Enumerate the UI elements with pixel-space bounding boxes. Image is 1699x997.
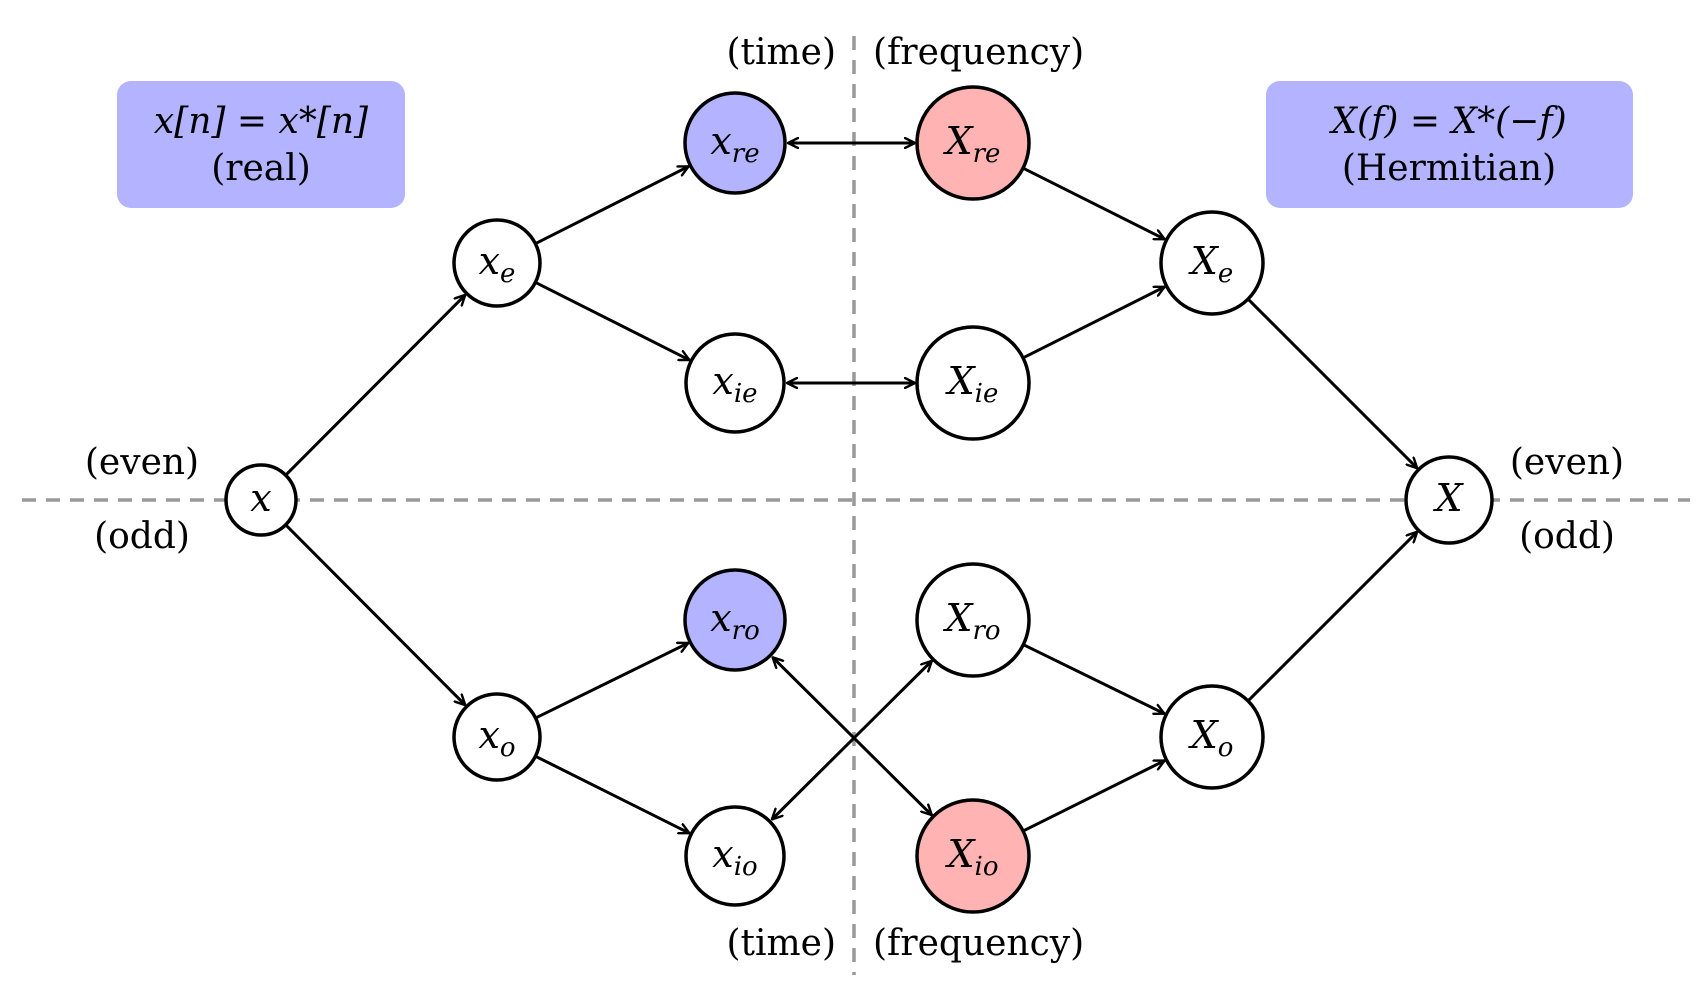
frequency-box-caption: (Hermitian) [1342, 148, 1556, 189]
edge-Xio-to-Xo [1023, 759, 1165, 832]
even-label-right: (even) [1510, 442, 1624, 483]
node-xio: xio [684, 805, 786, 907]
frequency-label-bottom: (frequency) [873, 923, 1084, 964]
time-label-bottom: (time) [726, 923, 836, 964]
node-label-Xro: Xro [942, 596, 1000, 646]
node-xe: xe [452, 218, 542, 308]
even-label-left: (even) [85, 442, 199, 483]
node-label-Xe: Xe [1188, 239, 1233, 289]
node-Xie: Xie [915, 325, 1031, 441]
edge-xe-to-xre [535, 165, 688, 245]
node-circle-xie [684, 332, 786, 434]
edge-Xro-to-Xo [1023, 643, 1164, 716]
node-label-xo: xo [478, 713, 515, 763]
node-circle-xio [684, 805, 786, 907]
edge-x-to-xe [285, 295, 465, 476]
time-box-equation: x[n] = x*[n] [154, 101, 369, 142]
time-label-top: (time) [726, 32, 836, 73]
node-Xro: Xro [915, 562, 1031, 678]
node-label-x: x [250, 476, 271, 520]
node-label-X: X [1432, 476, 1464, 520]
node-label-Xre: Xre [943, 119, 1001, 169]
time-box-background [117, 81, 405, 208]
node-circle-Xo [1159, 684, 1265, 790]
node-circle-Xro [915, 562, 1031, 678]
edge-xio-to-Xro [772, 661, 932, 820]
edge-xe-to-xie [535, 281, 689, 362]
edge-x-to-xo [285, 524, 465, 706]
node-xie: xie [684, 332, 786, 434]
node-label-xie: xie [712, 359, 757, 409]
node-label-xro: xro [710, 596, 760, 646]
frequency-box-background [1266, 81, 1633, 208]
node-label-xe: xe [479, 239, 516, 289]
node-Xo: Xo [1159, 684, 1265, 790]
node-circle-Xre [915, 85, 1031, 201]
node-Xe: Xe [1159, 210, 1265, 316]
time-box-caption: (real) [211, 148, 311, 189]
edges-layer [285, 143, 1417, 835]
edge-xro-to-Xio [773, 657, 932, 815]
edge-Xie-to-Xe [1023, 285, 1165, 359]
edge-xo-to-xio [535, 755, 689, 835]
odd-label-left: (odd) [94, 516, 190, 557]
node-x: x [224, 463, 298, 537]
node-circle-Xie [915, 325, 1031, 441]
node-circle-X [1404, 455, 1494, 545]
node-xo: xo [452, 692, 542, 782]
frequency-label-top: (frequency) [873, 32, 1084, 73]
node-label-Xio: Xio [944, 832, 998, 882]
node-xre: xre [683, 91, 787, 195]
node-Xio: Xio [915, 798, 1031, 914]
node-circle-xre [683, 91, 787, 195]
node-circle-Xe [1159, 210, 1265, 316]
edge-Xo-to-X [1247, 532, 1417, 702]
node-X: X [1404, 455, 1494, 545]
node-label-Xie: Xie [945, 359, 999, 409]
frequency-box-equation: X(f) = X*(−f) [1328, 101, 1566, 142]
node-xro: xro [683, 568, 787, 672]
node-circle-x [224, 463, 298, 537]
node-label-xio: xio [712, 832, 757, 882]
node-circle-xo [452, 692, 542, 782]
edge-xo-to-xro [535, 641, 688, 719]
frequency-constraint-box: X(f) = X*(−f) (Hermitian) [1266, 81, 1633, 208]
edge-Xre-to-Xe [1023, 167, 1165, 241]
odd-label-right: (odd) [1519, 516, 1615, 557]
node-circle-xro [683, 568, 787, 672]
node-label-xre: xre [710, 119, 759, 169]
node-circle-Xio [915, 798, 1031, 914]
node-circle-xe [452, 218, 542, 308]
edge-Xe-to-X [1247, 298, 1417, 468]
node-label-Xo: Xo [1188, 713, 1234, 763]
time-constraint-box: x[n] = x*[n] (real) [117, 81, 405, 208]
node-Xre: Xre [915, 85, 1031, 201]
